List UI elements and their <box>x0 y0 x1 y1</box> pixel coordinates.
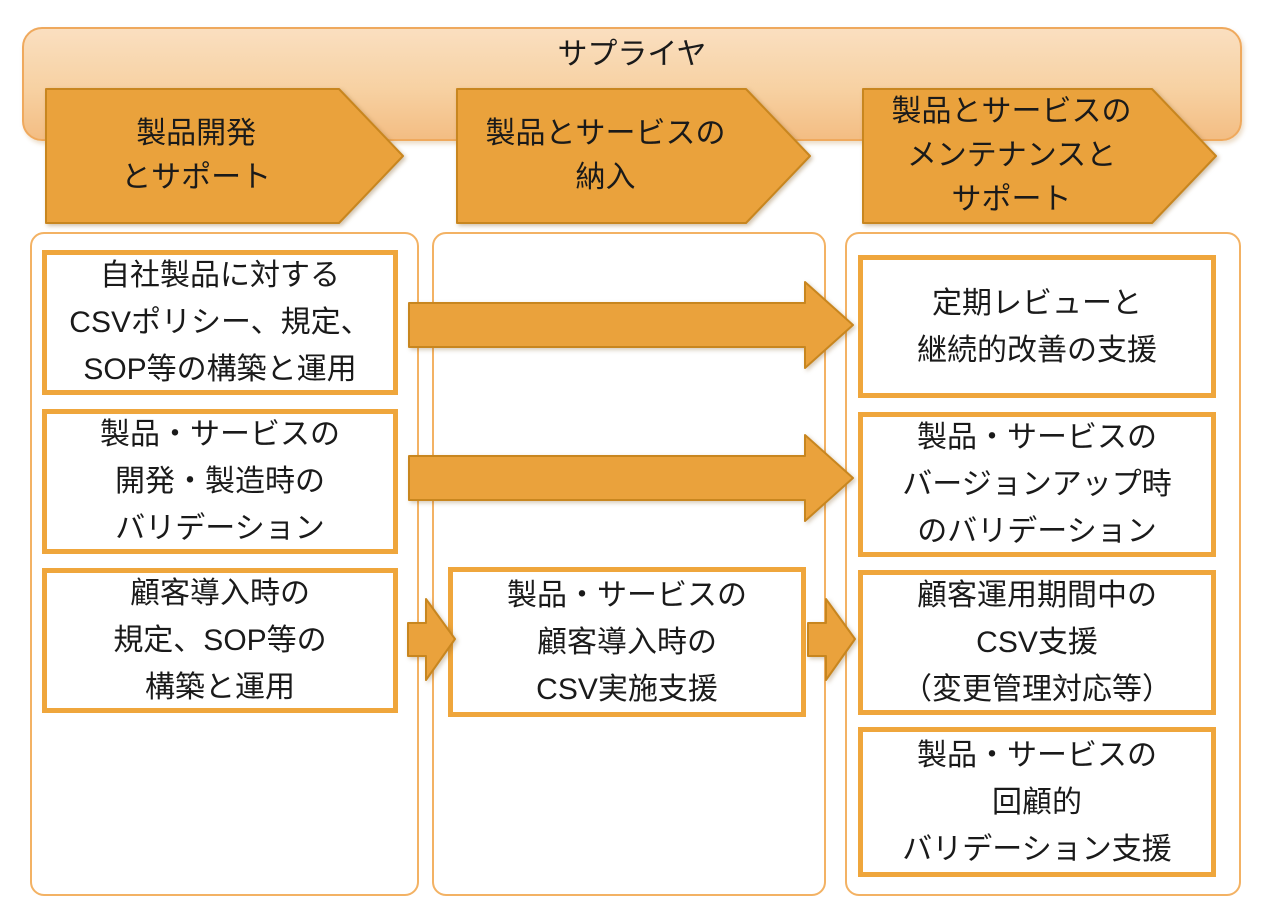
flow-arrow-implementation-to-operation <box>807 597 857 682</box>
phase-chevron-maintenance: 製品とサービスの メンテナンスと サポート <box>862 88 1218 224</box>
chevron-right-shape <box>45 88 404 224</box>
task-box-csv-implementation-support: 製品・サービスの 顧客導入時の CSV実施支援 <box>448 567 806 717</box>
flow-arrow-policy-to-review <box>408 280 855 370</box>
task-box-dev-validation: 製品・サービスの 開発・製造時の バリデーション <box>42 409 398 554</box>
flow-arrow-sop-to-implementation <box>407 597 457 682</box>
chevron-right-shape <box>862 88 1217 224</box>
phase-chevron-development: 製品開発 とサポート <box>45 88 405 224</box>
task-box-customer-intro-sop: 顧客導入時の 規定、SOP等の 構築と運用 <box>42 568 398 713</box>
task-box-retrospective-validation: 製品・サービスの 回顧的 バリデーション支援 <box>858 727 1216 877</box>
right-arrow-icon <box>807 598 856 681</box>
chevron-right-shape <box>456 88 811 224</box>
right-arrow-icon <box>407 598 456 681</box>
task-box-version-up-validation: 製品・サービスの バージョンアップ時 のバリデーション <box>858 412 1216 557</box>
task-box-csv-policy: 自社製品に対する CSVポリシー、規定、 SOP等の構築と運用 <box>42 250 398 395</box>
phase-label-maintenance: 製品とサービスの メンテナンスと サポート <box>891 95 1132 216</box>
phase-chevron-delivery: 製品とサービスの 納入 <box>456 88 812 224</box>
task-box-label: 顧客導入時の 規定、SOP等の 構築と運用 <box>113 577 327 704</box>
task-box-operation-csv-support: 顧客運用期間中の CSV支援 （変更管理対応等） <box>858 570 1216 715</box>
phase-label-development: 製品開発 とサポート <box>121 117 272 194</box>
phase-label-delivery: 製品とサービスの 納入 <box>485 117 726 194</box>
right-arrow-icon <box>408 434 854 522</box>
task-box-label: 製品・サービスの 開発・製造時の バリデーション <box>100 418 340 545</box>
task-box-label: 定期レビューと 継続的改善の支援 <box>917 286 1157 367</box>
banner-title: サプライヤ <box>557 38 707 71</box>
task-box-label: 製品・サービスの 回顧的 バリデーション支援 <box>902 738 1172 866</box>
flow-arrow-validation-to-versionup <box>408 433 855 523</box>
right-arrow-icon <box>408 281 854 369</box>
task-box-label: 製品・サービスの バージョンアップ時 のバリデーション <box>902 421 1172 548</box>
task-box-label: 顧客運用期間中の CSV支援 （変更管理対応等） <box>902 579 1172 706</box>
task-box-label: 自社製品に対する CSVポリシー、規定、 SOP等の構築と運用 <box>69 259 371 386</box>
task-box-periodic-review: 定期レビューと 継続的改善の支援 <box>858 255 1216 398</box>
task-box-label: 製品・サービスの 顧客導入時の CSV実施支援 <box>507 578 747 706</box>
